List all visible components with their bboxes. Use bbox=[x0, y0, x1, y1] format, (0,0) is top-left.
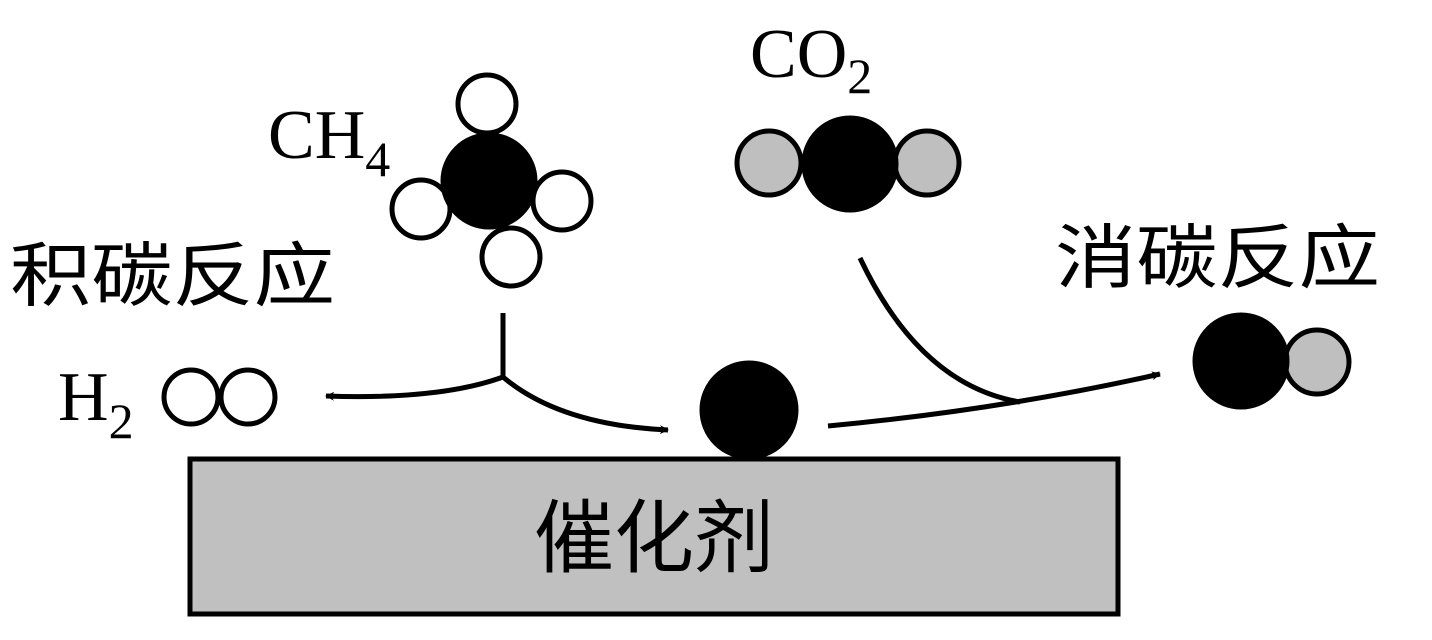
arrow-to-catalyst-carbon bbox=[501, 375, 669, 435]
hydrogen-atom bbox=[218, 367, 278, 427]
carbon-atom bbox=[801, 115, 899, 213]
deposited-carbon-atom bbox=[699, 360, 799, 460]
carbon-atom bbox=[1192, 312, 1290, 410]
deposition-arrows bbox=[325, 313, 669, 435]
oxygen-atom bbox=[1282, 327, 1352, 397]
arrow-to-carbon-monoxide bbox=[827, 371, 1161, 429]
hydrogen-atom bbox=[455, 72, 519, 136]
hydrogen-atom bbox=[161, 367, 221, 427]
carbon-dioxide-curve bbox=[857, 256, 1021, 405]
hydrogen-label: H2 bbox=[58, 359, 134, 449]
carbon-monoxide-molecule bbox=[1192, 312, 1352, 410]
oxygen-atom bbox=[892, 128, 962, 198]
methane-molecule bbox=[389, 72, 594, 289]
carbon-elimination-label: 消碳反应 bbox=[1055, 217, 1380, 299]
methane-label: CH4 bbox=[268, 97, 390, 187]
carbon-dioxide-molecule bbox=[734, 115, 962, 213]
elimination-arrows bbox=[827, 256, 1161, 429]
carbon-deposition-label: 积碳反应 bbox=[10, 235, 335, 317]
hydrogen-atom bbox=[530, 169, 594, 233]
hydrogen-molecule bbox=[161, 367, 278, 427]
carbon-dioxide-label: CO2 bbox=[750, 16, 872, 104]
hydrogen-atom bbox=[479, 225, 543, 289]
catalyst-label: 催化剂 bbox=[534, 492, 774, 585]
catalyst-block bbox=[187, 456, 1121, 617]
oxygen-atom bbox=[734, 128, 804, 198]
arrow-to-hydrogen bbox=[325, 374, 504, 401]
carbon-atom bbox=[440, 132, 538, 230]
